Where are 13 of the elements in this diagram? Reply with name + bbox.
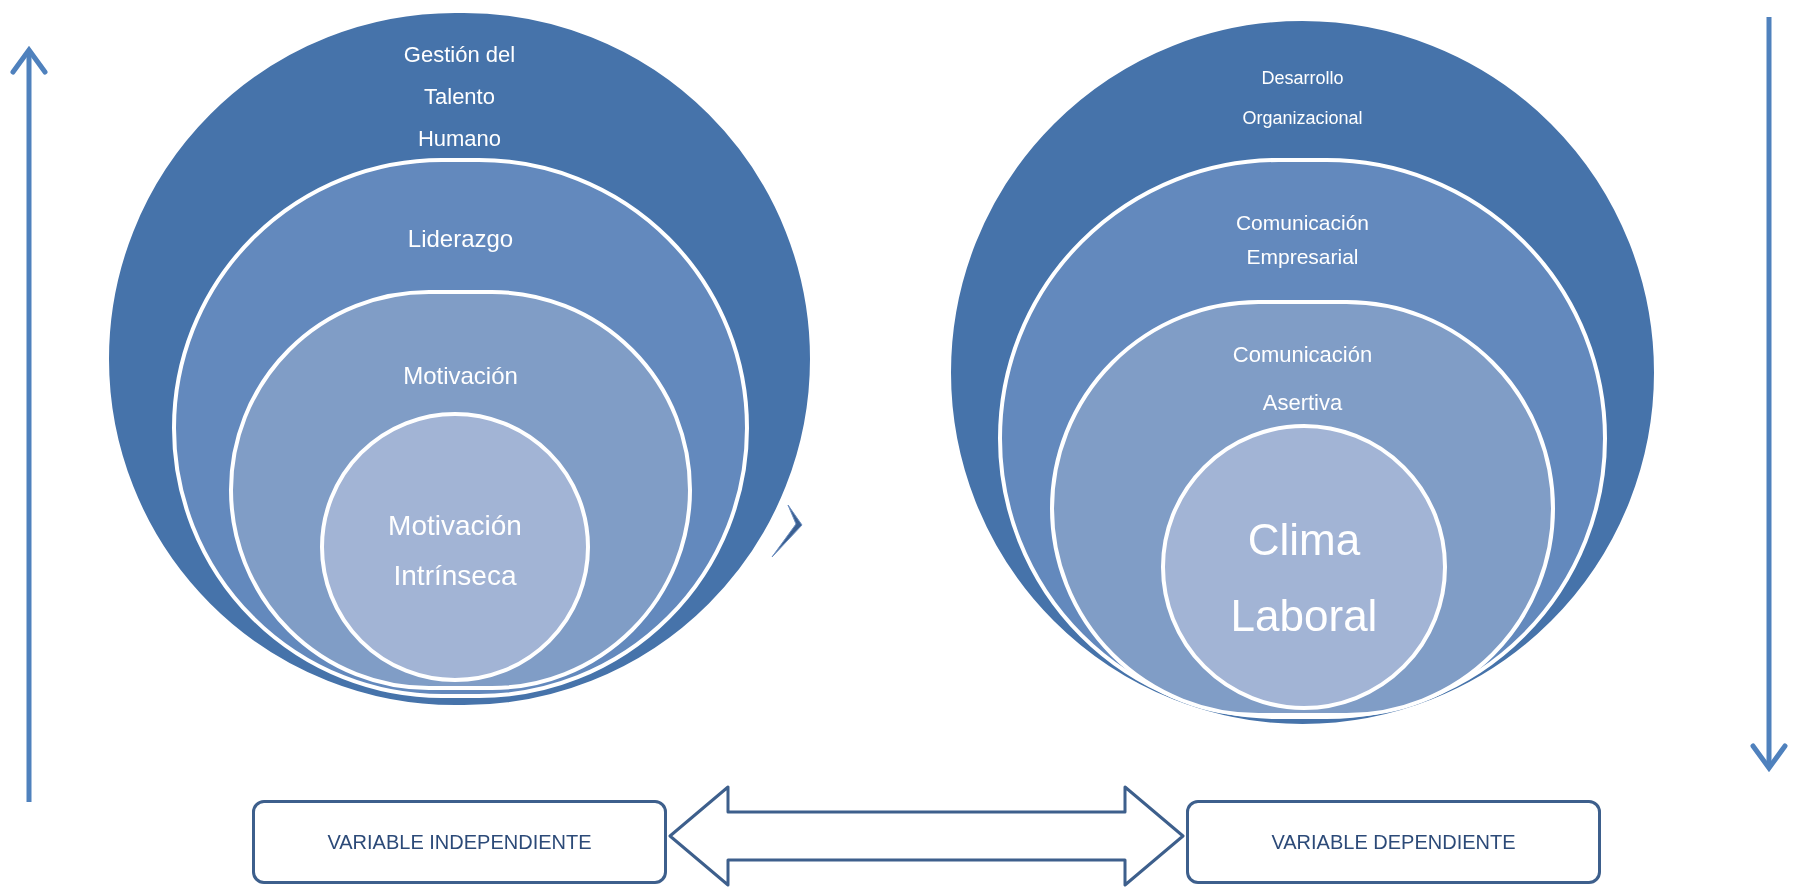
circle-label: Comunicación Empresarial (1234, 210, 1371, 270)
variable-box (252, 800, 667, 884)
circle-label: Clima Laboral (1229, 514, 1379, 642)
circle-label: Liderazgo (406, 224, 515, 254)
circle-label: Comunicación Asertiva (1231, 341, 1374, 417)
variable-box (1186, 800, 1601, 884)
circle-label: Motivación (402, 361, 519, 391)
circle-label: Gestión del Talento Humano (402, 41, 517, 153)
box-label: VARIABLE INDEPENDIENTE (327, 830, 592, 855)
circle-label: Motivación Intrínseca (387, 509, 523, 593)
circle-label: Desarrollo Organizacional (1241, 67, 1364, 130)
double-arrow (668, 785, 1185, 887)
box-label: VARIABLE DEPENDIENTE (1271, 830, 1516, 855)
